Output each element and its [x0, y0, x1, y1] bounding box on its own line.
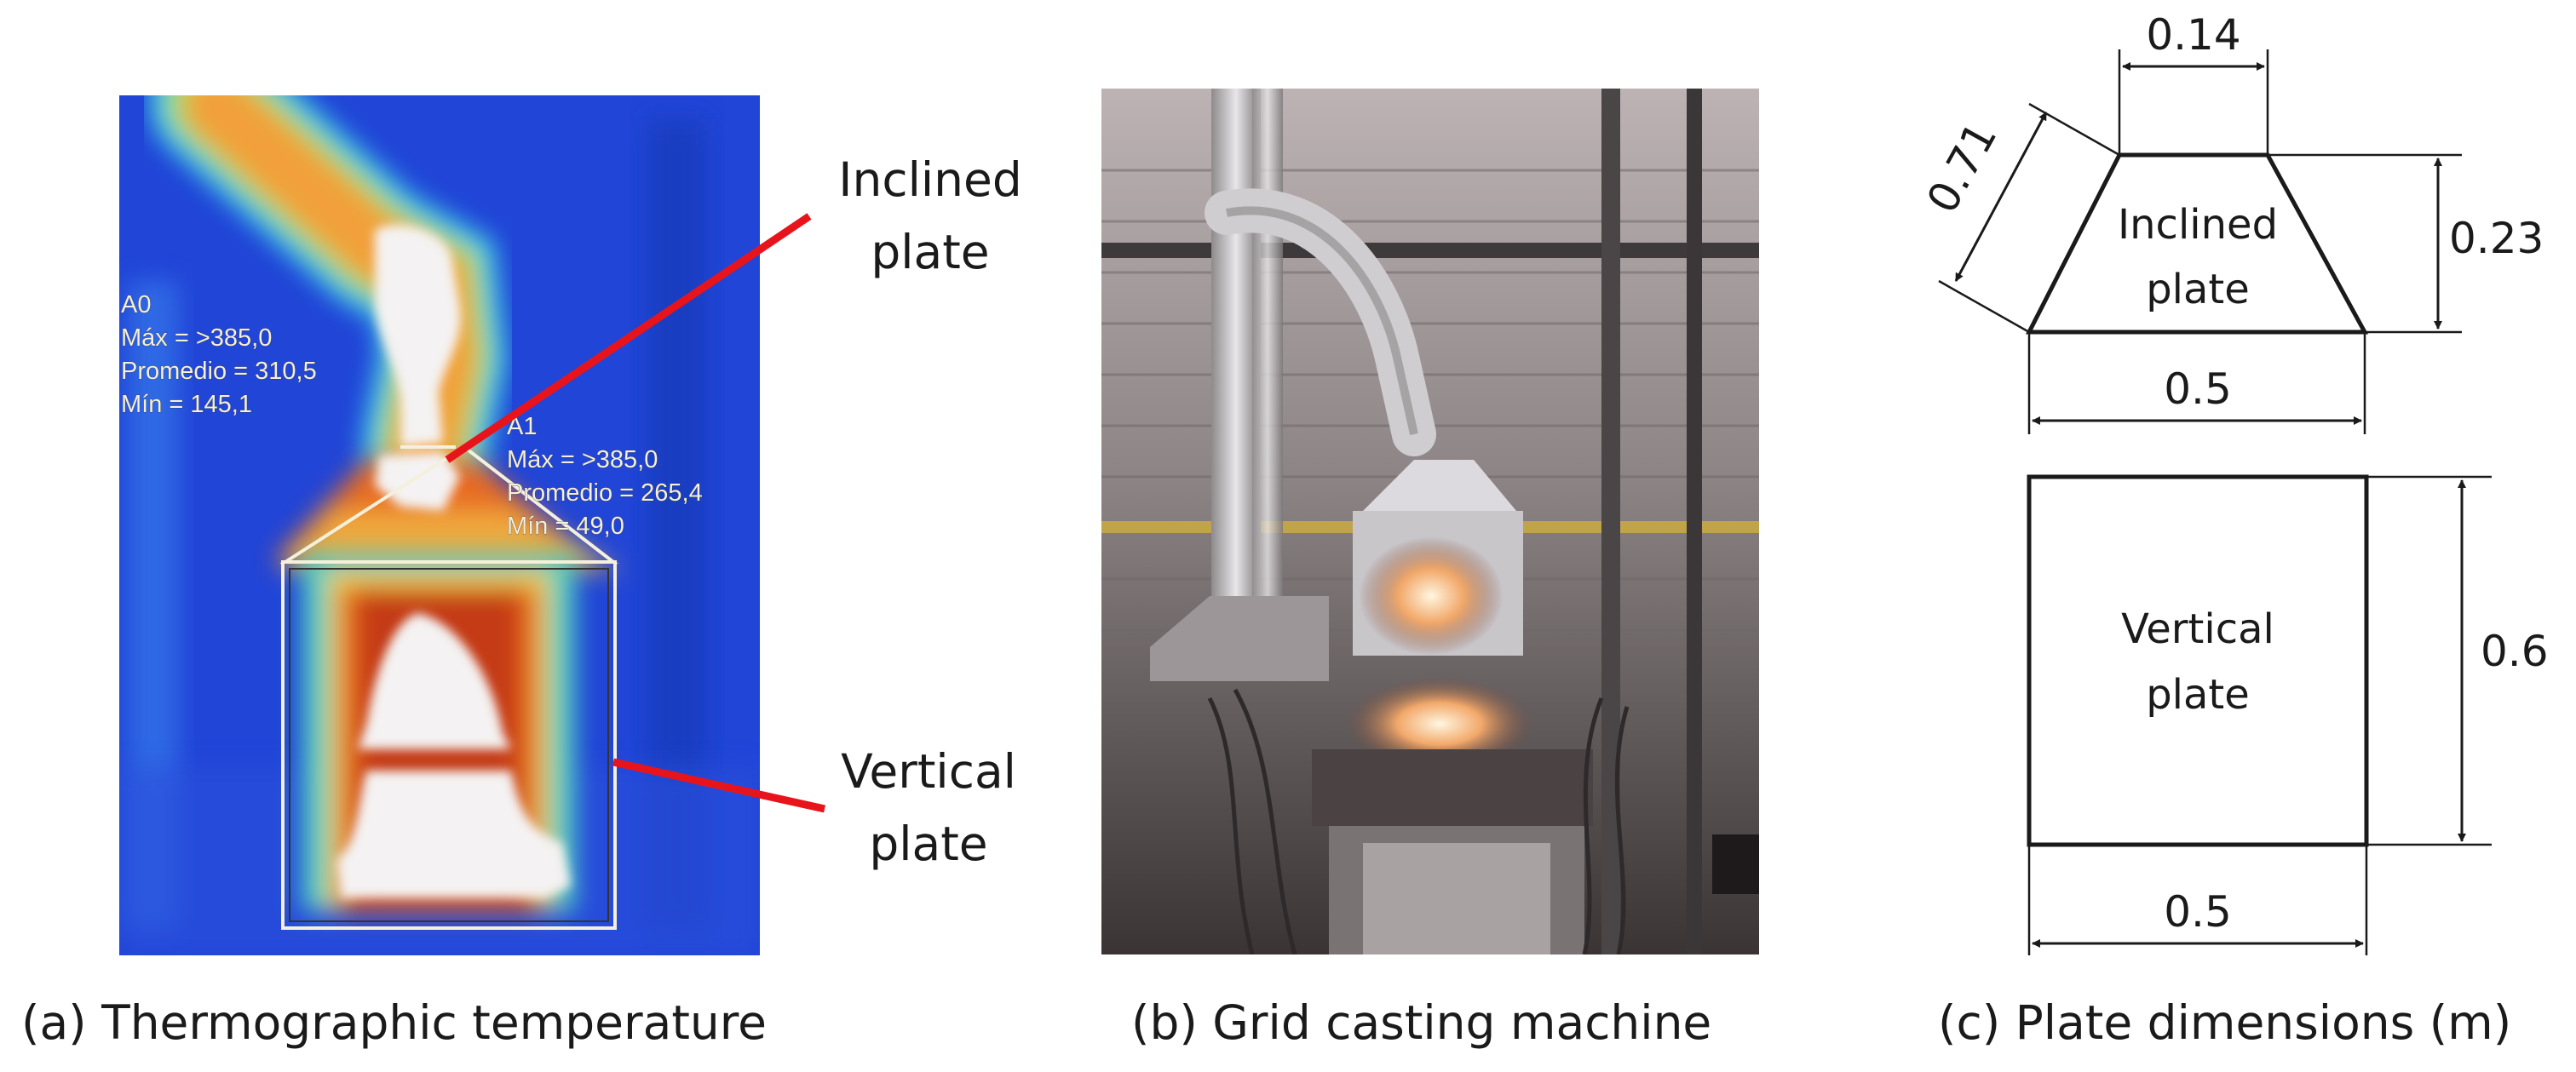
callout-line-inclined: [445, 213, 812, 463]
readout-a0-max: Máx = >385,0: [121, 324, 272, 352]
dim-vertical-width-value: 0.5: [2164, 887, 2232, 937]
callout-vertical-line1: Vertical: [841, 744, 1016, 799]
panel-a: A0 Máx = >385,0 Promedio = 310,5 Mín = 1…: [21, 95, 1022, 1050]
vertical-plate-label-line2: plate: [2146, 671, 2250, 719]
readout-a1-name: A1: [507, 413, 537, 440]
dim-vertical-height-value: 0.6: [2481, 627, 2549, 676]
dim-slant-value: 0.71: [1918, 114, 2007, 221]
callout-inclined-line2: plate: [871, 225, 989, 279]
vertical-plate-shape: Vertical plate: [2027, 474, 2369, 847]
dim-inclined-height-value: 0.23: [2449, 214, 2544, 263]
readout-a1-max: Máx = >385,0: [507, 446, 658, 473]
callout-inclined: Inclined plate: [838, 152, 1022, 279]
caption-a: (a) Thermographic temperature: [21, 995, 767, 1050]
callout-line-vertical: [612, 758, 825, 813]
panel-c: Inclined plate 0.14 0.71 0.23: [1918, 10, 2549, 1050]
readout-a0: A0 Máx = >385,0 Promedio = 310,5 Mín = 1…: [121, 291, 317, 419]
panel-b: (b) Grid casting machine: [1101, 89, 1759, 1050]
callout-inclined-line1: Inclined: [838, 152, 1022, 207]
dim-top-width-value: 0.14: [2146, 10, 2240, 60]
readout-a0-name: A0: [121, 291, 151, 318]
callout-vertical-line2: plate: [869, 817, 987, 871]
dim-vertical-width: 0.5: [2027, 845, 2368, 955]
inclined-plate-shape: Inclined plate: [2025, 152, 2369, 335]
caption-c: (c) Plate dimensions (m): [1938, 995, 2511, 1050]
dim-inclined-height: 0.23: [2268, 153, 2544, 334]
inclined-plate-label-line2: plate: [2146, 266, 2250, 313]
readout-a0-avg: Promedio = 310,5: [121, 358, 317, 385]
callout-vertical: Vertical plate: [841, 744, 1016, 871]
dim-vertical-height: 0.6: [2366, 475, 2549, 846]
dim-inclined-bottom-width: 0.5: [2027, 332, 2366, 434]
dim-inclined-bottom-width-value: 0.5: [2164, 364, 2232, 414]
vertical-plate-label-line1: Vertical: [2121, 605, 2274, 653]
caption-b: (b) Grid casting machine: [1131, 995, 1711, 1050]
inclined-plate-label-line1: Inclined: [2118, 201, 2278, 249]
readout-a1-avg: Promedio = 265,4: [507, 479, 703, 507]
casting-machine-photo: [1101, 89, 1759, 954]
thermal-image: A0 Máx = >385,0 Promedio = 310,5 Mín = 1…: [119, 95, 760, 955]
readout-a1-min: Mín = 49,0: [507, 513, 624, 540]
readout-a1: A1 Máx = >385,0 Promedio = 265,4 Mín = 4…: [507, 413, 703, 541]
readout-a0-min: Mín = 145,1: [121, 391, 252, 418]
dim-top-width: 0.14: [2118, 10, 2269, 155]
